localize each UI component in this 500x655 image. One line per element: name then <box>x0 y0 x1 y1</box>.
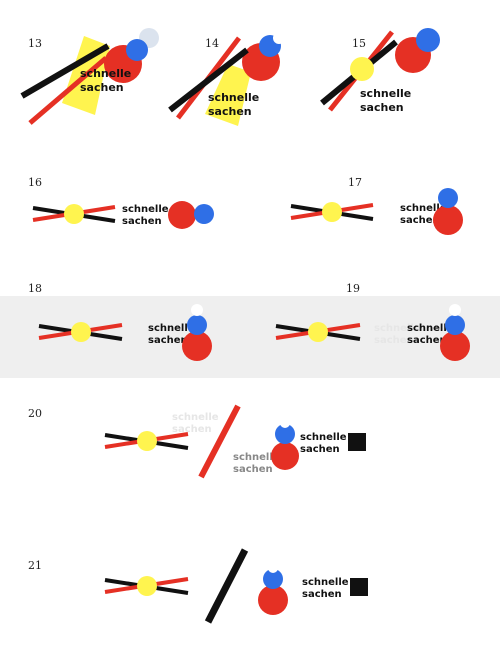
white-circle <box>268 563 278 573</box>
wordmark-line1: schnelle <box>400 203 447 214</box>
yellow-circle <box>350 57 374 81</box>
wordmark-line2: sachen <box>122 216 162 227</box>
blue-circle <box>126 39 148 61</box>
wordmark-line2: sachen <box>208 105 252 118</box>
blue-circle <box>438 188 458 208</box>
white-circle <box>280 418 290 428</box>
wordmark-ghost-line1: schnelle <box>374 323 421 334</box>
wordmark-line2: sachen <box>300 444 340 455</box>
study-number: 20 <box>28 407 42 420</box>
wordmark-gray-line1: schnelle <box>233 452 280 463</box>
black-square <box>350 578 368 596</box>
wordmark-line2: sachen <box>80 81 124 94</box>
wordmark-ghost-line2: sachen <box>374 335 414 346</box>
black-bar <box>20 43 110 99</box>
study-15: 15 schnelle sachen <box>320 28 440 114</box>
study-number: 17 <box>348 176 362 189</box>
black-bar <box>168 47 249 113</box>
blue-circle <box>275 424 295 444</box>
wordmark-line2: sachen <box>148 335 188 346</box>
white-circle <box>449 304 461 316</box>
red-bar <box>28 56 108 125</box>
wordmark-line1: schnelle <box>302 577 349 588</box>
study-18: 18 schnelle sachen <box>28 282 212 361</box>
red-circle <box>258 585 288 615</box>
study-17: 17 schnelle sachen <box>290 176 463 235</box>
study-number: 15 <box>352 37 366 50</box>
wordmark-line1: schnelle <box>148 323 195 334</box>
wordmark-line1: schnelle <box>80 67 131 80</box>
black-slash <box>204 548 249 624</box>
red-circle <box>271 442 299 470</box>
study-16: 16 schnelle sachen <box>28 176 214 229</box>
white-circle <box>191 304 203 316</box>
blue-circle <box>194 204 214 224</box>
black-square <box>348 433 366 451</box>
white-circle <box>273 32 285 44</box>
wordmark-gray-line2: sachen <box>233 464 273 475</box>
wordmark-line1: schnelle <box>360 87 411 100</box>
wordmark-line2: sachen <box>302 589 342 600</box>
wordmark-ghost-line2: sachen <box>172 424 212 435</box>
wordmark-line2: sachen <box>400 215 440 226</box>
yellow-quad <box>205 64 251 126</box>
study-number: 18 <box>28 282 42 295</box>
yellow-circle <box>137 576 157 596</box>
study-number: 14 <box>205 37 219 50</box>
yellow-circle <box>71 322 91 342</box>
yellow-circle <box>308 322 328 342</box>
study-number: 16 <box>28 176 42 189</box>
blue-circle <box>263 569 283 589</box>
blue-circle <box>445 315 465 335</box>
study-number: 13 <box>28 37 42 50</box>
wordmark-line2: sachen <box>360 101 404 114</box>
wordmark-line1: schnelle <box>300 432 347 443</box>
blue-circle <box>187 315 207 335</box>
red-circle <box>168 201 196 229</box>
red-circle <box>433 205 463 235</box>
yellow-circle <box>322 202 342 222</box>
study-19: 19 schnelle sachen schnelle sachen <box>275 282 470 361</box>
study-number: 21 <box>28 559 42 572</box>
red-circle <box>182 331 212 361</box>
yellow-circle <box>64 204 84 224</box>
wordmark-ghost-line1: schnelle <box>172 412 219 423</box>
red-slash <box>198 404 241 479</box>
study-20: 20 schnelle sachen schnelle sachen schne… <box>28 404 366 479</box>
study-number: 19 <box>346 282 360 295</box>
blue-circle <box>416 28 440 52</box>
wordmark-line2: sachen <box>407 335 447 346</box>
wordmark-line1: schnelle <box>407 323 454 334</box>
yellow-circle <box>137 431 157 451</box>
study-21: 21 schnelle sachen <box>28 548 368 624</box>
red-circle <box>440 331 470 361</box>
study-13: 13 schnelle sachen <box>20 28 159 125</box>
study-14: 14 schnelle sachen <box>168 32 285 126</box>
wordmark-line1: schnelle <box>122 204 169 215</box>
wordmark-line1: schnelle <box>208 91 259 104</box>
